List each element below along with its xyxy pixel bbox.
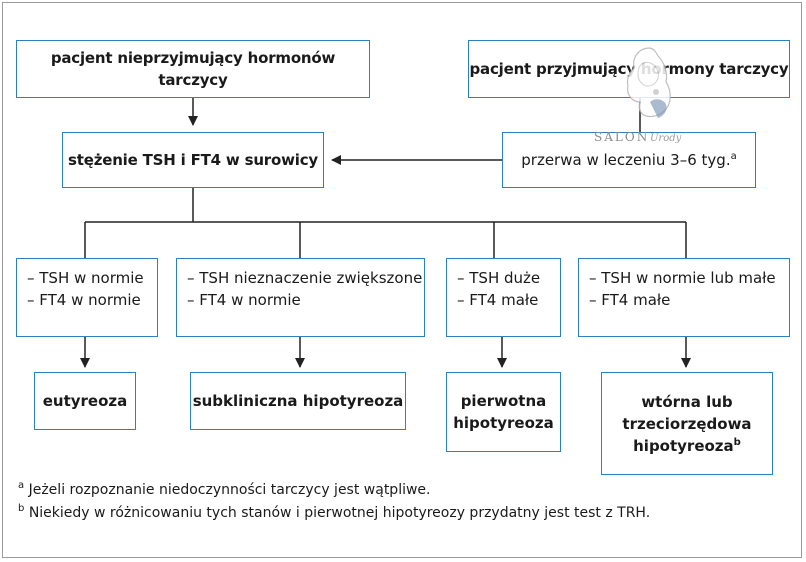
criteria-1-line-1: – TSH w normie — [27, 269, 144, 287]
result-4-line-2: trzeciorzędowa — [622, 414, 752, 433]
result-3-text: pierwotna hipotyreoza — [453, 390, 554, 434]
box-criteria-1: – TSH w normie – FT4 w normie — [16, 258, 158, 337]
box-result-subclinical: subkliniczna hipotyreoza — [190, 372, 406, 430]
woman-silhouette-icon — [626, 47, 671, 118]
criteria-4-line-2: – FT4 małe — [589, 291, 671, 309]
box-patient-taking-hormones-text: pacjent przyjmujący hormony tarczycy — [469, 60, 789, 78]
box-treatment-break: przerwa w leczeniu 3–6 tyg.a — [502, 132, 756, 188]
footnote-mark-a: a — [730, 151, 737, 162]
result-3-line-1: pierwotna — [460, 392, 547, 410]
result-2-text: subkliniczna hipotyreoza — [192, 392, 404, 410]
box-patient-taking-hormones: pacjent przyjmujący hormony tarczycy — [468, 40, 790, 98]
box-patient-not-taking-hormones-text: pacjent nieprzyjmujący hormonów tarczycy — [50, 49, 336, 89]
watermark-brand: SALON — [594, 130, 649, 144]
result-3-line-2: hipotyreoza — [453, 414, 554, 432]
box-serum-tsh-ft4-text: stężenie TSH i FT4 w surowicy — [68, 151, 318, 169]
criteria-2-line-2: – FT4 w normie — [187, 291, 301, 309]
footnote-b-text: Niekiedy w różnicowaniu tych stanów i pi… — [28, 505, 651, 521]
footnote-b: b Niekiedy w różnicowaniu tych stanów i … — [18, 503, 651, 522]
footnote-a-mark: a — [18, 480, 25, 491]
treatment-break-label: przerwa w leczeniu 3–6 tyg. — [521, 151, 731, 169]
criteria-1-line-2: – FT4 w normie — [27, 291, 141, 309]
box-result-euthyroidism: eutyreoza — [34, 372, 136, 430]
footnote-a-text: Jeżeli rozpoznanie niedoczynności tarczy… — [28, 482, 431, 498]
box-serum-tsh-ft4: stężenie TSH i FT4 w surowicy — [62, 132, 324, 188]
watermark-script: Urody — [650, 133, 682, 144]
result-4-line-1: wtórna lub — [641, 392, 733, 411]
criteria-4-line-1: – TSH w normie lub małe — [589, 269, 776, 287]
salon-urody-watermark: SALON Urody — [594, 47, 682, 144]
box-treatment-break-text: przerwa w leczeniu 3–6 tyg.a — [521, 149, 736, 171]
box-criteria-3: – TSH duże – FT4 małe — [446, 258, 561, 337]
box-result-secondary: wtórna lub trzeciorzędowa hipotyreozab — [601, 372, 773, 475]
box-criteria-4: – TSH w normie lub małe – FT4 małe — [578, 258, 790, 337]
criteria-3-line-2: – FT4 małe — [457, 291, 539, 309]
footnote-mark-b: b — [733, 436, 741, 448]
box-result-primary: pierwotna hipotyreoza — [446, 372, 561, 452]
box-patient-not-taking-hormones: pacjent nieprzyjmujący hormonów tarczycy — [16, 40, 370, 98]
result-4-text: wtórna lub trzeciorzędowa hipotyreozab — [622, 391, 751, 457]
result-4-line-3: hipotyreoza — [633, 436, 734, 455]
criteria-3-line-1: – TSH duże — [457, 269, 541, 287]
result-1-text: eutyreoza — [42, 392, 128, 410]
criteria-2-line-1: – TSH nieznaczenie zwiększone — [187, 269, 423, 287]
footnote-b-mark: b — [18, 503, 25, 514]
footnote-a: a Jeżeli rozpoznanie niedoczynności tarc… — [18, 480, 431, 499]
box-criteria-2: – TSH nieznaczenie zwiększone – FT4 w no… — [176, 258, 425, 337]
